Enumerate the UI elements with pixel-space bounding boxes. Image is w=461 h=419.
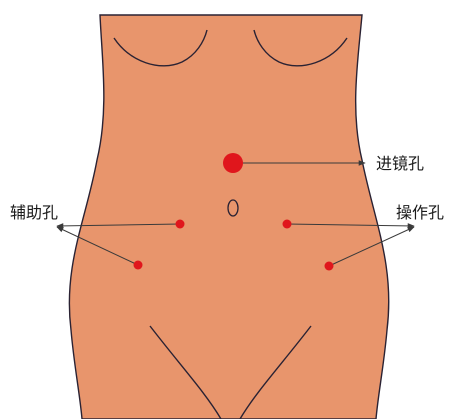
operating-port-lower-marker [325,262,334,271]
assist-port-upper-marker [176,220,185,229]
operating-port-upper-marker [283,220,292,229]
operating-ports-label: 操作孔 [396,203,444,222]
assist-port-lower-marker [134,261,143,270]
assist-ports-label: 辅助孔 [10,203,58,222]
torso-body [69,15,388,419]
endoscope-port-marker [223,153,243,173]
endoscope-port-label: 进镜孔 [376,154,424,173]
